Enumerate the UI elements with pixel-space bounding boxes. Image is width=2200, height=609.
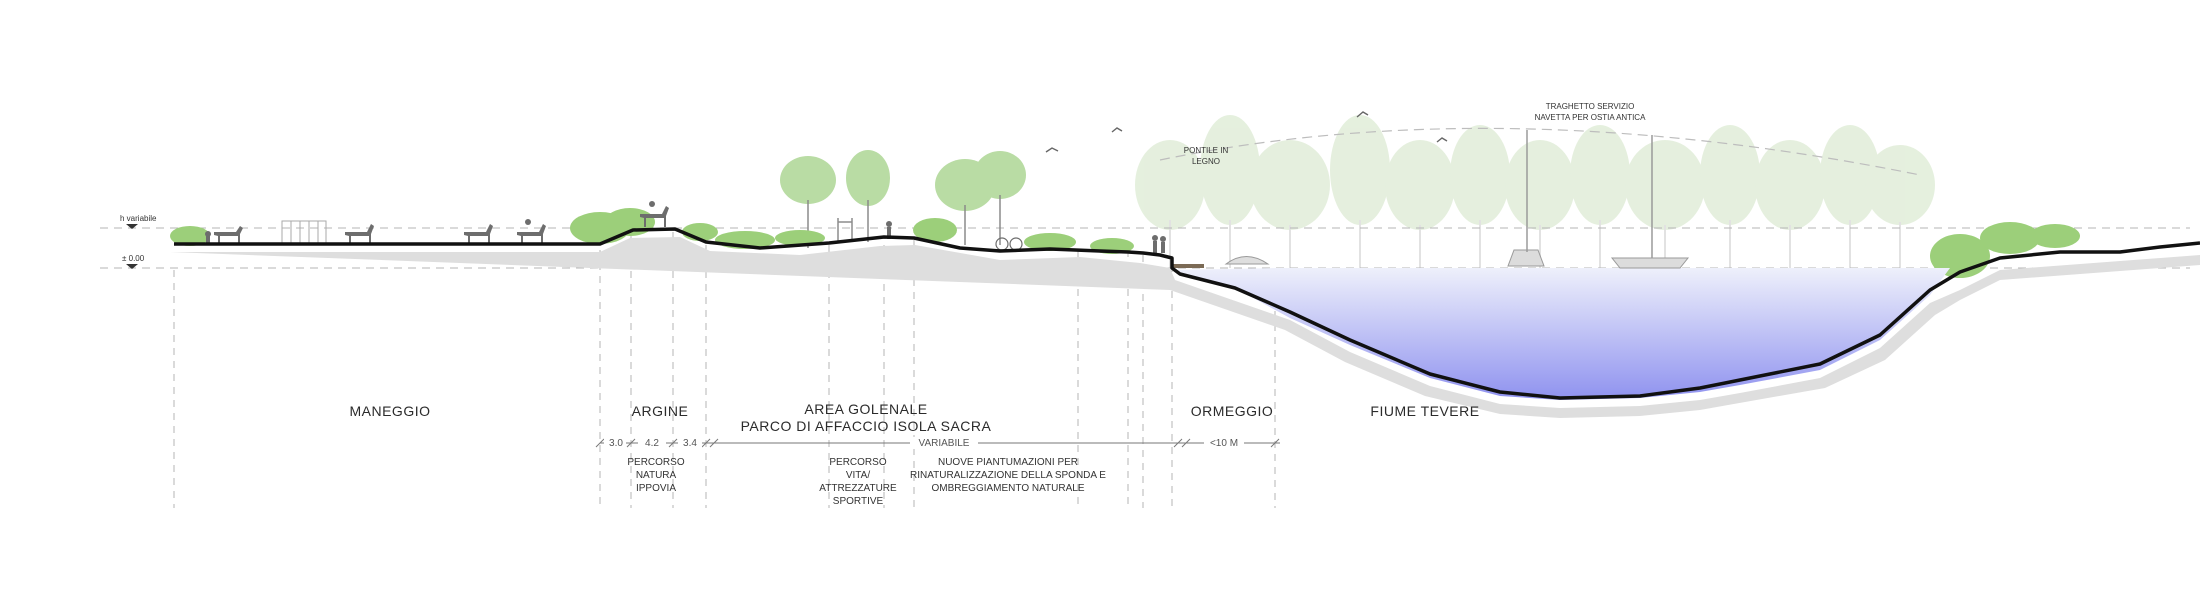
level-guides — [100, 227, 2190, 269]
dimension-3-4: 3.4 — [683, 438, 697, 449]
svg-text:PERCORSO: PERCORSO — [627, 457, 684, 468]
ground-shadow — [170, 237, 2200, 418]
svg-text:NUOVE PIANTUMAZIONI PER: NUOVE PIANTUMAZIONI PER — [938, 457, 1078, 468]
svg-text:OMBREGGIAMENTO NATURALE: OMBREGGIAMENTO NATURALE — [932, 483, 1085, 494]
maneggio-fence — [281, 220, 327, 246]
river-water — [1172, 268, 1950, 400]
callout-traghetto: TRAGHETTO SERVIZIO NAVETTA PER OSTIA ANT… — [1535, 102, 1647, 122]
svg-text:NATURA: NATURA — [636, 470, 677, 481]
svg-text:TRAGHETTO SERVIZIO: TRAGHETTO SERVIZIO — [1546, 102, 1635, 111]
dimension-lt-10m: <10 M — [1210, 438, 1238, 449]
pontile-deck — [1172, 264, 1204, 268]
zone-dividers — [173, 232, 1276, 508]
zone-label-fiume-tevere: FIUME TEVERE — [1370, 403, 1479, 419]
svg-text:RINATURALIZZAZIONE DELLA SPOND: RINATURALIZZAZIONE DELLA SPONDA E — [910, 470, 1106, 481]
zone-label-ormeggio: ORMEGGIO — [1191, 403, 1274, 419]
level-top-label: h variabile — [120, 214, 157, 223]
svg-text:IPPOVIA: IPPOVIA — [636, 483, 676, 494]
svg-text:PONTILE IN: PONTILE IN — [1184, 146, 1229, 155]
dimension-4-2: 4.2 — [645, 438, 659, 449]
sky-arc-line — [1159, 127, 1921, 176]
zone-label-area-golenale: AREA GOLENALE — [804, 401, 927, 417]
dimension-variabile: VARIABILE — [919, 438, 970, 449]
callout-pontile: PONTILE IN LEGNO — [1184, 146, 1229, 166]
note-piantumazioni: NUOVE PIANTUMAZIONI PER RINATURALIZZAZIO… — [910, 457, 1106, 494]
svg-text:LEGNO: LEGNO — [1192, 157, 1220, 166]
svg-text:NAVETTA PER OSTIA ANTICA: NAVETTA PER OSTIA ANTICA — [1535, 113, 1647, 122]
zone-label-parco-affaccio: PARCO DI AFFACCIO ISOLA SACRA — [741, 418, 992, 434]
dimension-label-backgrounds — [604, 437, 1244, 449]
level-zero-marker — [126, 264, 138, 269]
dimension-3-0: 3.0 — [609, 438, 623, 449]
note-percorso-natura: PERCORSO NATURA IPPOVIA — [627, 457, 684, 494]
boats — [1224, 130, 1690, 269]
zone-label-maneggio: MANEGGIO — [349, 403, 430, 419]
svg-text:SPORTIVE: SPORTIVE — [833, 496, 884, 507]
svg-text:PERCORSO: PERCORSO — [829, 457, 886, 468]
zone-label-argine: ARGINE — [632, 403, 689, 419]
exercise-equipment — [837, 218, 853, 242]
ground-profile — [174, 227, 2200, 400]
background-trees — [1135, 115, 1935, 230]
level-top-marker — [126, 224, 138, 229]
note-percorso-vita: PERCORSO VITA/ ATTREZZATURE SPORTIVE — [819, 457, 897, 507]
birds — [1045, 111, 1448, 153]
svg-text:ATTREZZATURE: ATTREZZATURE — [819, 483, 897, 494]
level-zero-label: ± 0.00 — [122, 254, 145, 263]
foreground-trees — [780, 150, 1026, 211]
svg-text:VITA/: VITA/ — [846, 470, 870, 481]
